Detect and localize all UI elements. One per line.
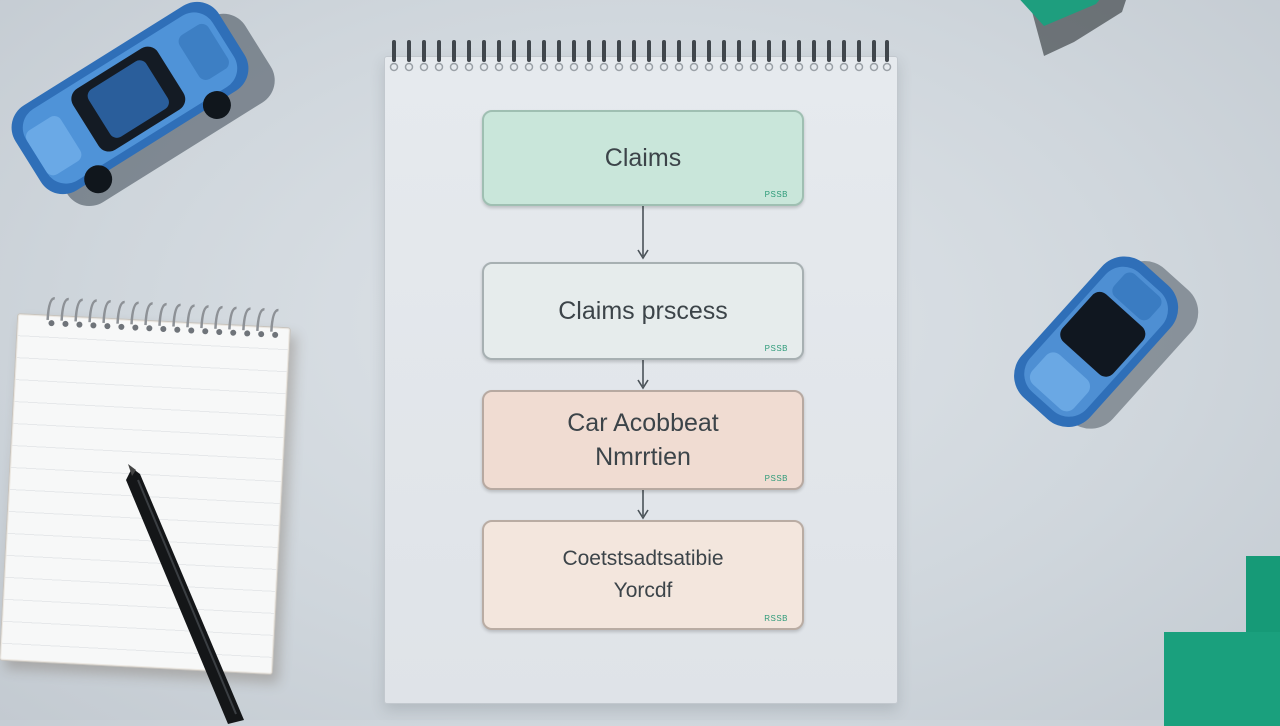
small-notepad-spiral-icon xyxy=(46,297,279,338)
flow-step-label-line2: Yorcdf xyxy=(613,579,673,602)
flow-step-tag: PSSB xyxy=(764,474,788,483)
green-block-top-icon xyxy=(1020,0,1126,56)
toy-car-top-left-icon xyxy=(11,1,275,207)
flow-step-label: Claims xyxy=(604,144,682,172)
flow-step-label: Car Acobbeat xyxy=(567,409,719,437)
flow-step-tag: RSSB xyxy=(764,614,788,623)
green-block-corner-icon xyxy=(1164,556,1280,726)
flow-step-claims: Claims PSSB xyxy=(482,110,804,206)
pen-icon xyxy=(126,464,244,724)
flow-step-claims-process: Claims prscess PSSB xyxy=(482,262,804,360)
flow-step-settlement: Coetstsadtsatibie Yorcdf RSSB xyxy=(482,520,804,630)
main-notepad-spiral-icon xyxy=(389,40,892,72)
flow-step-tag: PSSB xyxy=(764,190,788,199)
flow-step-label: Claims prscess xyxy=(558,297,728,325)
flow-step-label-line2: Nmrrtien xyxy=(595,443,691,471)
toy-car-right-icon xyxy=(1014,256,1199,429)
flow-step-car-accident: Car Acobbeat Nmrrtien PSSB xyxy=(482,390,804,490)
flow-step-label: Coetstsadtsatibie xyxy=(562,547,724,570)
flow-step-tag: PSSB xyxy=(764,344,788,353)
